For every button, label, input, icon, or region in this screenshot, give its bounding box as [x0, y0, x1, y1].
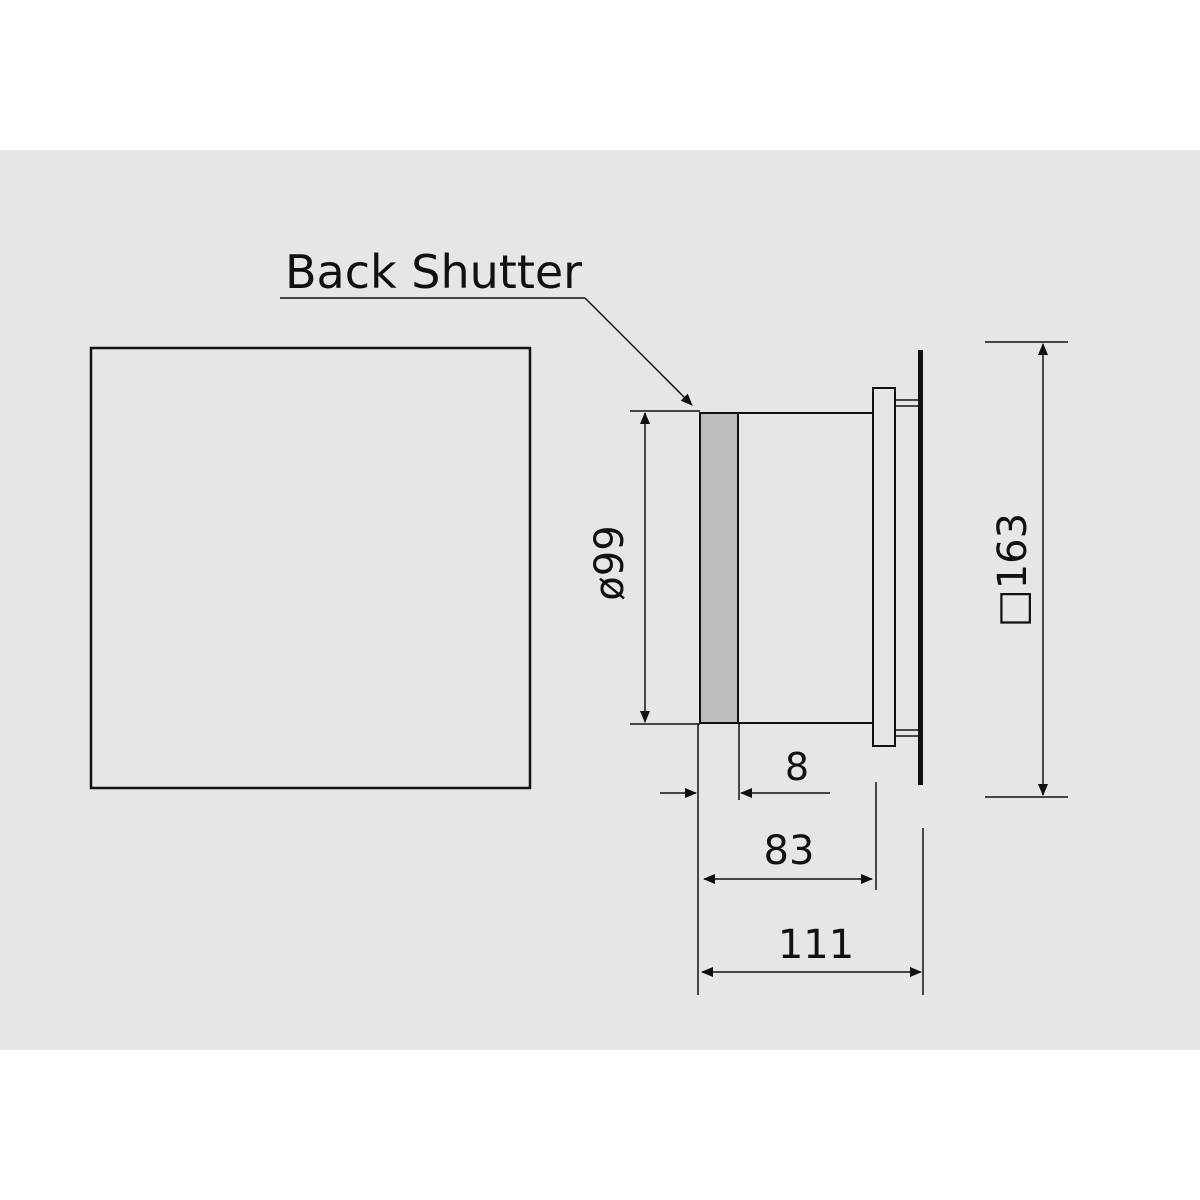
- total-depth-label: 111: [778, 922, 854, 968]
- diameter-label: ø99: [587, 525, 633, 600]
- body-depth-label: 83: [764, 828, 815, 874]
- shutter-depth-label: 8: [785, 745, 809, 789]
- square-label: □163: [990, 513, 1036, 627]
- back-shutter-label: Back Shutter: [285, 245, 582, 299]
- front-view-cover-plate: [89, 346, 532, 790]
- back-shutter: [699, 412, 739, 724]
- cover-plate-side: [918, 350, 923, 785]
- back-shutter-leader-line: [584, 297, 693, 406]
- drawing-background: [0, 150, 1200, 1050]
- mounting-flange: [872, 387, 896, 747]
- fan-body: [737, 412, 874, 724]
